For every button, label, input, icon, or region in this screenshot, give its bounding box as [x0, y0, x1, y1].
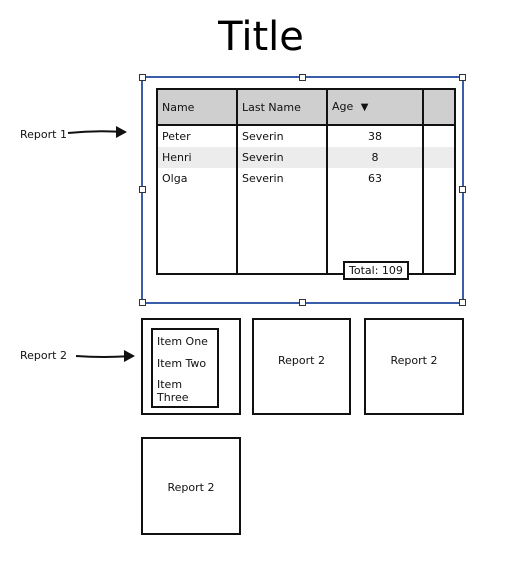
- cell-age: 38: [326, 125, 424, 147]
- resize-handle[interactable]: [139, 299, 146, 306]
- list-item[interactable]: Item Three: [157, 378, 189, 404]
- report1-label: Report 1: [20, 128, 67, 141]
- cell-last-name: Severin: [236, 147, 328, 168]
- report2-box-label: Report 2: [278, 354, 325, 367]
- resize-handle[interactable]: [139, 74, 146, 81]
- arrow-right-icon: [75, 350, 135, 362]
- report2-box[interactable]: Report 2: [364, 318, 464, 415]
- report2-box[interactable]: Report 2: [141, 437, 241, 535]
- column-header-name[interactable]: Name: [156, 88, 238, 126]
- table-row[interactable]: Peter Severin 38: [156, 125, 456, 147]
- table-row[interactable]: Olga Severin 63: [156, 168, 456, 189]
- list-item[interactable]: Item Two: [157, 357, 207, 370]
- resize-handle[interactable]: [139, 186, 146, 193]
- resize-handle[interactable]: [299, 299, 306, 306]
- arrow-right-icon: [67, 126, 127, 138]
- resize-handle[interactable]: [459, 74, 466, 81]
- resize-handle[interactable]: [459, 299, 466, 306]
- column-header-age-label: Age: [332, 100, 354, 113]
- total-badge: Total: 109: [343, 261, 409, 280]
- table-filler-row: [156, 189, 456, 275]
- report1-table: Name Last Name Age ▼ Peter Severin 38 He…: [156, 88, 456, 275]
- cell-empty: [422, 125, 456, 147]
- cell-empty: [422, 168, 456, 189]
- column-header-age[interactable]: Age ▼: [326, 88, 424, 126]
- column-header-empty: [422, 88, 456, 126]
- resize-handle[interactable]: [299, 74, 306, 81]
- report2-list: Item One Item Two Item Three: [151, 328, 219, 408]
- cell-name: Peter: [156, 125, 238, 147]
- report2-list-box[interactable]: Item One Item Two Item Three: [141, 318, 241, 415]
- column-header-last-name[interactable]: Last Name: [236, 88, 328, 126]
- table-row[interactable]: Henri Severin 8: [156, 147, 456, 168]
- triangle-down-icon: ▼: [360, 102, 369, 113]
- list-item[interactable]: Item One: [157, 335, 208, 348]
- page-title: Title: [218, 14, 304, 60]
- report2-box[interactable]: Report 2: [252, 318, 351, 415]
- report2-box-label: Report 2: [390, 354, 438, 367]
- report2-label: Report 2: [20, 349, 67, 362]
- cell-empty: [422, 147, 456, 168]
- cell-name: Henri: [156, 147, 238, 168]
- cell-age-highlighted: 8: [326, 147, 424, 168]
- cell-name: Olga: [156, 168, 238, 189]
- cell-last-name: Severin: [236, 168, 328, 189]
- report2-box-label: Report 2: [167, 481, 215, 494]
- cell-last-name: Severin: [236, 125, 328, 147]
- report1-frame[interactable]: Name Last Name Age ▼ Peter Severin 38 He…: [139, 74, 466, 306]
- cell-age: 63: [326, 168, 424, 189]
- resize-handle[interactable]: [459, 186, 466, 193]
